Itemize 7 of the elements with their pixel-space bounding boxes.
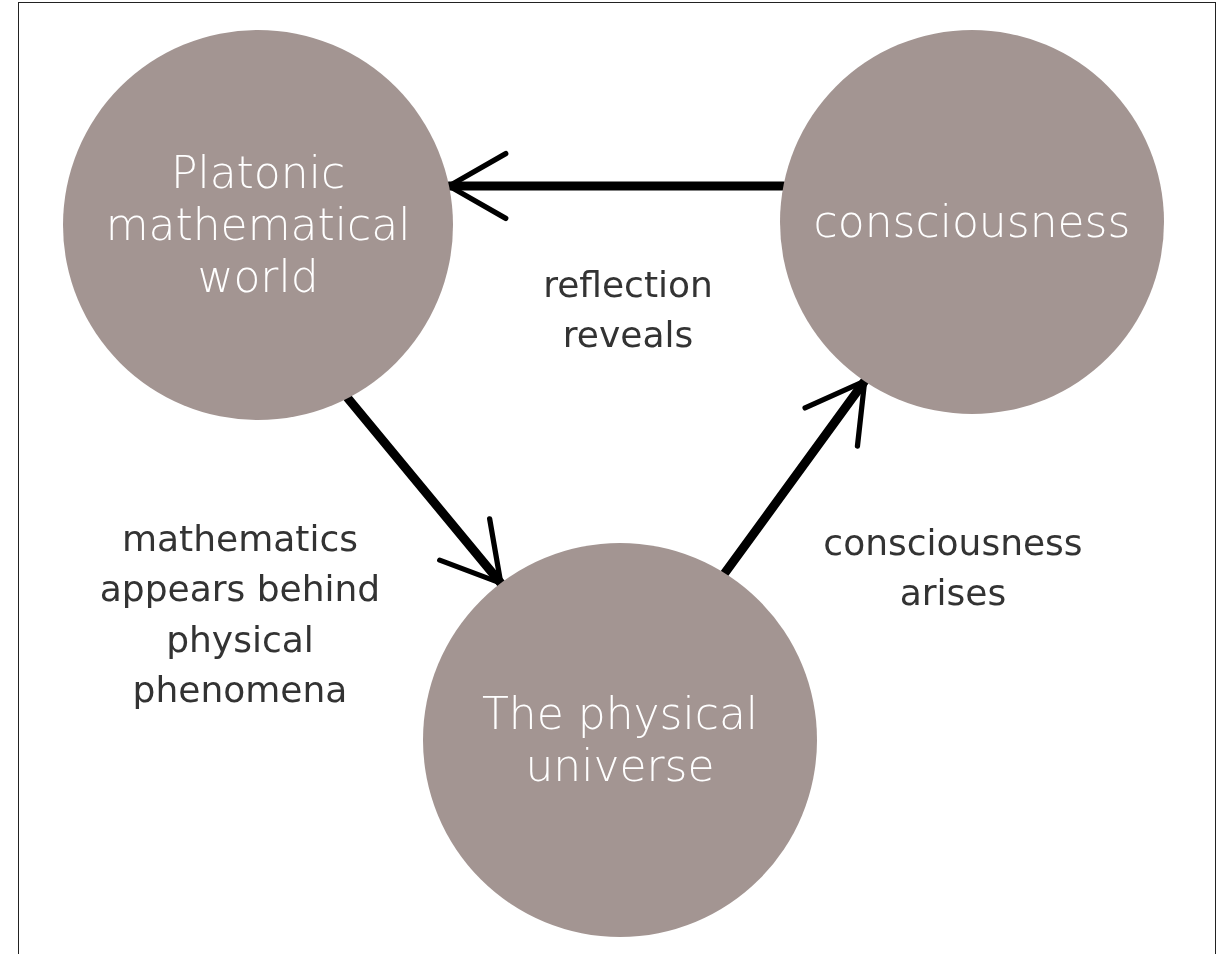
- edge-label: consciousness arises: [822, 520, 1084, 615]
- node-label: consciousness: [813, 196, 1131, 248]
- arrow: [720, 376, 870, 578]
- edge-label: mathematics appears behind physical phenomena: [98, 517, 382, 713]
- node-label: The physical universe: [480, 688, 760, 792]
- edge-label: reflection reveals: [542, 262, 714, 357]
- node-label: Platonic mathematical world: [104, 147, 412, 303]
